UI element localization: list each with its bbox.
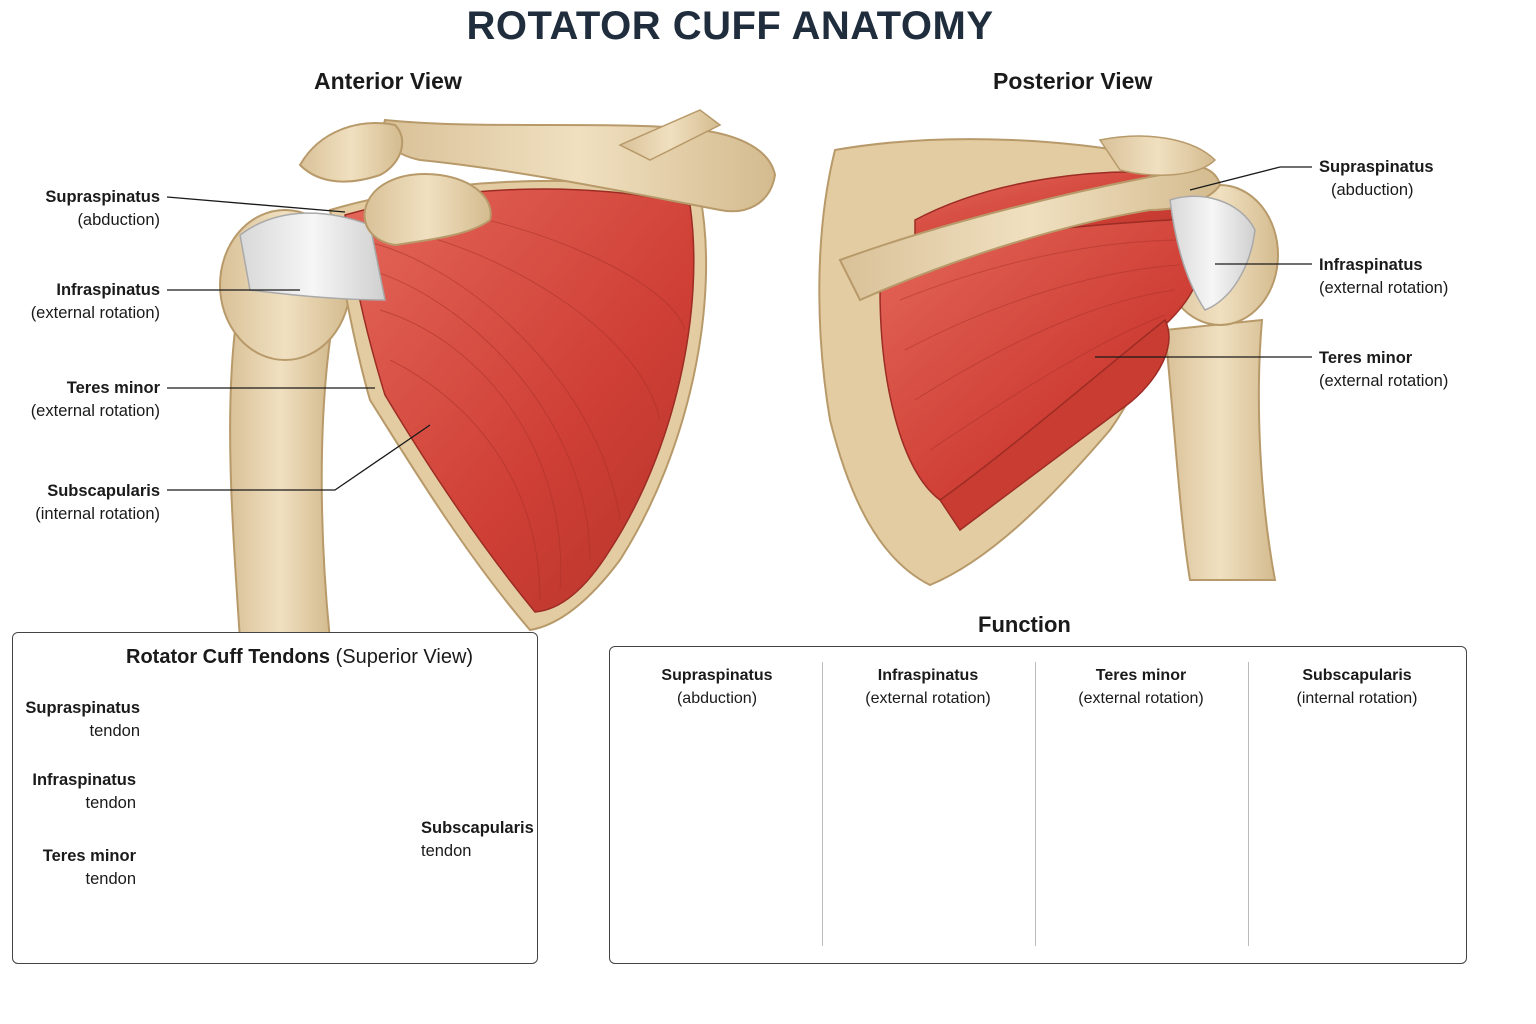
anterior-label-infraspinatus: Infraspinatus (external rotation) — [0, 279, 160, 325]
function-divider — [822, 662, 823, 946]
function-item-action: (internal rotation) — [1296, 690, 1418, 707]
posterior-label-name: Supraspinatus — [1319, 158, 1434, 176]
function-item-infraspinatus: Infraspinatus (external rotation) — [828, 664, 1028, 710]
function-item-name: Teres minor — [1095, 667, 1187, 684]
tendons-panel-title: Rotator Cuff Tendons (Superior View) — [126, 646, 473, 669]
tendon-label-action: tendon — [421, 842, 472, 860]
tendon-label-action: tendon — [89, 722, 140, 740]
tendon-label-action: tendon — [85, 870, 136, 888]
function-item-supraspinatus: Supraspinatus (abduction) — [617, 664, 817, 710]
tendons-subtitle-text: (Superior View) — [335, 646, 474, 668]
function-item-subscapularis: Subscapularis (internal rotation) — [1257, 664, 1457, 710]
tendon-label-name: Subscapularis — [421, 819, 534, 837]
function-item-name: Supraspinatus — [661, 667, 773, 684]
tendon-label-subscapularis: Subscapularis tendon — [421, 817, 534, 863]
function-item-name: Subscapularis — [1302, 667, 1412, 684]
page-title: ROTATOR CUFF ANATOMY — [466, 4, 994, 48]
function-item-action: (external rotation) — [865, 690, 991, 707]
posterior-view-title: Posterior View — [993, 68, 1153, 94]
function-divider — [1248, 662, 1249, 946]
tendon-label-infraspinatus: Infraspinatus tendon — [0, 769, 136, 815]
anterior-label-teres-minor: Teres minor (external rotation) — [0, 377, 160, 423]
anterior-label-subscapularis: Subscapularis (internal rotation) — [0, 480, 160, 526]
tendon-label-name: Infraspinatus — [32, 771, 136, 789]
tendon-label-name: Teres minor — [42, 847, 136, 865]
anterior-illustration — [219, 109, 777, 641]
tendon-label-supraspinatus: Supraspinatus tendon — [0, 697, 140, 743]
function-divider — [1035, 662, 1036, 946]
posterior-illustration — [818, 135, 1279, 587]
anterior-label-name: Teres minor — [66, 379, 160, 397]
anterior-label-action: (abduction) — [77, 211, 160, 229]
tendon-label-teres-minor: Teres minor tendon — [0, 845, 136, 891]
posterior-label-supraspinatus: Supraspinatus (abduction) — [1319, 156, 1479, 202]
function-item-action: (external rotation) — [1078, 690, 1204, 707]
posterior-label-infraspinatus: Infraspinatus (external rotation) — [1319, 254, 1509, 300]
posterior-label-action: (external rotation) — [1319, 372, 1449, 390]
anterior-label-action: (external rotation) — [30, 304, 160, 322]
anterior-label-name: Supraspinatus — [45, 188, 160, 206]
anterior-label-action: (external rotation) — [30, 402, 160, 420]
function-panel — [609, 646, 1467, 964]
anterior-label-action: (internal rotation) — [35, 505, 160, 523]
tendons-panel — [12, 632, 538, 964]
tendons-title-text: Rotator Cuff Tendons — [126, 646, 331, 668]
tendon-label-name: Supraspinatus — [25, 699, 140, 717]
anterior-label-supraspinatus: Supraspinatus (abduction) — [0, 186, 160, 232]
anterior-view-title: Anterior View — [314, 68, 462, 94]
function-title: Function — [978, 612, 1071, 637]
function-item-action: (abduction) — [676, 690, 758, 707]
posterior-label-teres-minor: Teres minor (external rotation) — [1319, 347, 1509, 393]
posterior-label-name: Infraspinatus — [1319, 256, 1423, 274]
tendon-label-action: tendon — [85, 794, 136, 812]
posterior-label-name: Teres minor — [1319, 349, 1413, 367]
posterior-label-action: (external rotation) — [1319, 279, 1449, 297]
posterior-leaders — [1095, 166, 1312, 358]
anterior-label-name: Infraspinatus — [56, 281, 160, 299]
function-item-teres-minor: Teres minor (external rotation) — [1041, 664, 1241, 710]
function-item-name: Infraspinatus — [877, 667, 979, 684]
anterior-label-name: Subscapularis — [47, 482, 160, 500]
posterior-label-action: (abduction) — [1331, 181, 1414, 199]
anterior-leaders — [166, 196, 431, 491]
